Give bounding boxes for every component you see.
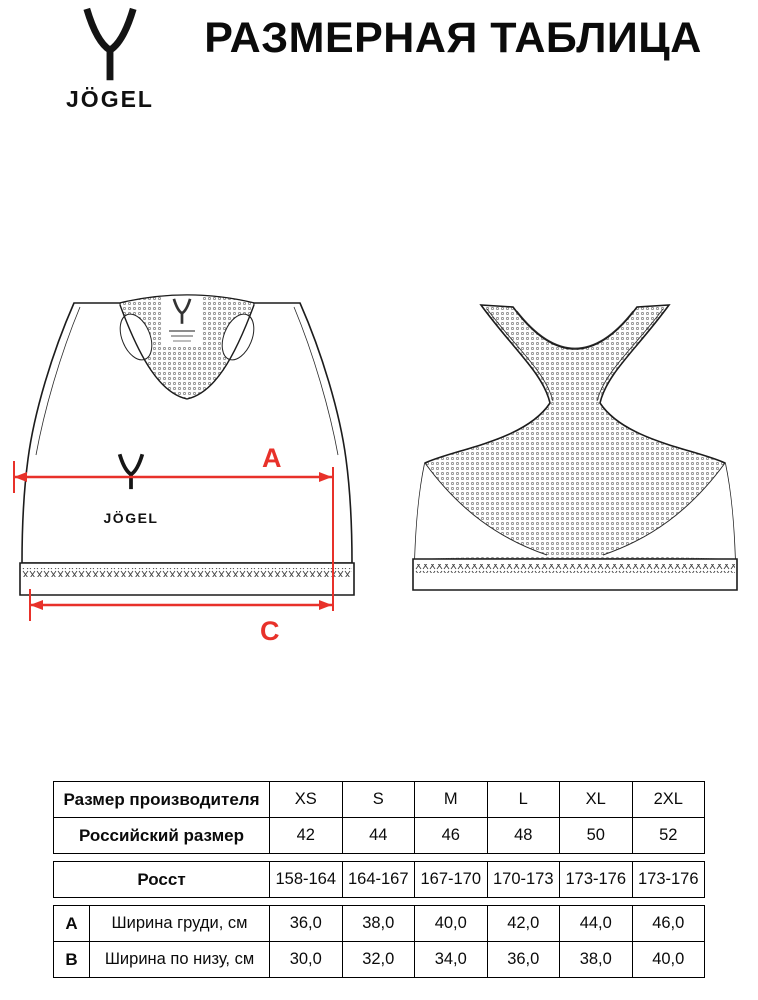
page-title: РАЗМЕРНАЯ ТАБЛИЦА	[204, 14, 702, 62]
front-neckline	[119, 304, 255, 400]
size-value-cell: 170-173	[486, 861, 560, 898]
table-row-chest-width: A Ширина груди, см 36,0 38,0 40,0 42,0 4…	[53, 905, 705, 942]
chest-logo-wordmark: JÖGEL	[104, 510, 159, 526]
size-table-group-sizes: Размер производителя XS S M L XL 2XL Рос…	[53, 781, 705, 854]
size-value-cell: 38,0	[559, 941, 633, 978]
size-value-cell: 46,0	[631, 905, 705, 942]
size-value-cell: 32,0	[341, 941, 415, 978]
jogel-logo-icon	[83, 7, 137, 81]
inner-tag	[162, 297, 202, 347]
size-value-cell: 30,0	[269, 941, 343, 978]
front-band-stitching	[22, 568, 352, 577]
table-row-height: Росст 158-164 164-167 167-170 170-173 17…	[53, 861, 705, 898]
row-label-chest: Ширина груди, см	[89, 905, 270, 942]
row-label-russian: Российский размер	[53, 817, 270, 854]
table-row-bottom-width: B Ширина по низу, см 30,0 32,0 34,0 36,0…	[53, 941, 705, 978]
size-value-cell: 36,0	[486, 941, 560, 978]
table-row-producer: Размер производителя XS S M L XL 2XL	[53, 781, 705, 818]
size-value-cell: 173-176	[631, 861, 705, 898]
back-band-stitching	[415, 564, 735, 573]
measure-label-c: C	[260, 616, 280, 646]
size-value-cell: 164-167	[341, 861, 415, 898]
size-value-cell: XS	[269, 781, 343, 818]
size-table-group-height: Росст 158-164 164-167 167-170 170-173 17…	[53, 861, 705, 898]
size-value-cell: 34,0	[414, 941, 488, 978]
back-neck-trim	[516, 310, 634, 349]
bra-diagram-svg: JÖGEL A C	[13, 294, 738, 646]
size-value-cell: 42	[269, 817, 343, 854]
size-value-cell: 44	[341, 817, 415, 854]
size-value-cell: M	[414, 781, 488, 818]
size-value-cell: 173-176	[559, 861, 633, 898]
back-trim-left	[486, 308, 554, 402]
front-trim-right	[293, 306, 339, 456]
jogel-logo: JÖGEL	[50, 6, 170, 113]
row-label-producer: Размер производителя	[53, 781, 270, 818]
table-row-russian: Российский размер 42 44 46 48 50 52	[53, 817, 705, 854]
measure-letter-a: A	[53, 905, 90, 942]
size-value-cell: S	[341, 781, 415, 818]
back-trim-right	[596, 308, 664, 402]
back-band	[412, 558, 738, 591]
back-side-panel-left	[415, 463, 547, 559]
front-band	[19, 562, 355, 596]
size-value-cell: 158-164	[269, 861, 343, 898]
garment-diagram: JÖGEL A C	[10, 283, 748, 657]
measure-arrow-a	[13, 461, 334, 611]
chest-logo: JÖGEL	[104, 453, 159, 526]
size-table: Размер производителя XS S M L XL 2XL Рос…	[53, 781, 705, 985]
back-seam-right	[602, 462, 726, 556]
size-value-cell: 44,0	[559, 905, 633, 942]
size-value-cell: 40,0	[414, 905, 488, 942]
row-label-height: Росст	[53, 861, 270, 898]
measure-arrow-c	[29, 589, 332, 621]
size-value-cell: 42,0	[486, 905, 560, 942]
size-value-cell: 46	[414, 817, 488, 854]
jogel-wordmark: JÖGEL	[66, 86, 154, 112]
back-view	[412, 304, 738, 591]
size-table-group-measures: A Ширина груди, см 36,0 38,0 40,0 42,0 4…	[53, 905, 705, 978]
back-seam-left	[424, 462, 548, 556]
size-value-cell: 50	[559, 817, 633, 854]
measure-label-a: A	[262, 443, 282, 473]
front-view: JÖGEL A C	[13, 294, 355, 646]
size-value-cell: 167-170	[414, 861, 488, 898]
row-label-bottom: Ширина по низу, см	[89, 941, 270, 978]
size-value-cell: 38,0	[341, 905, 415, 942]
size-value-cell: L	[486, 781, 560, 818]
size-value-cell: XL	[559, 781, 633, 818]
size-value-cell: 36,0	[269, 905, 343, 942]
size-value-cell: 48	[486, 817, 560, 854]
size-value-cell: 52	[631, 817, 705, 854]
size-value-cell: 2XL	[631, 781, 705, 818]
back-side-panel-right	[603, 463, 735, 559]
size-value-cell: 40,0	[631, 941, 705, 978]
front-trim-left	[35, 306, 81, 456]
measure-letter-b: B	[53, 941, 90, 978]
